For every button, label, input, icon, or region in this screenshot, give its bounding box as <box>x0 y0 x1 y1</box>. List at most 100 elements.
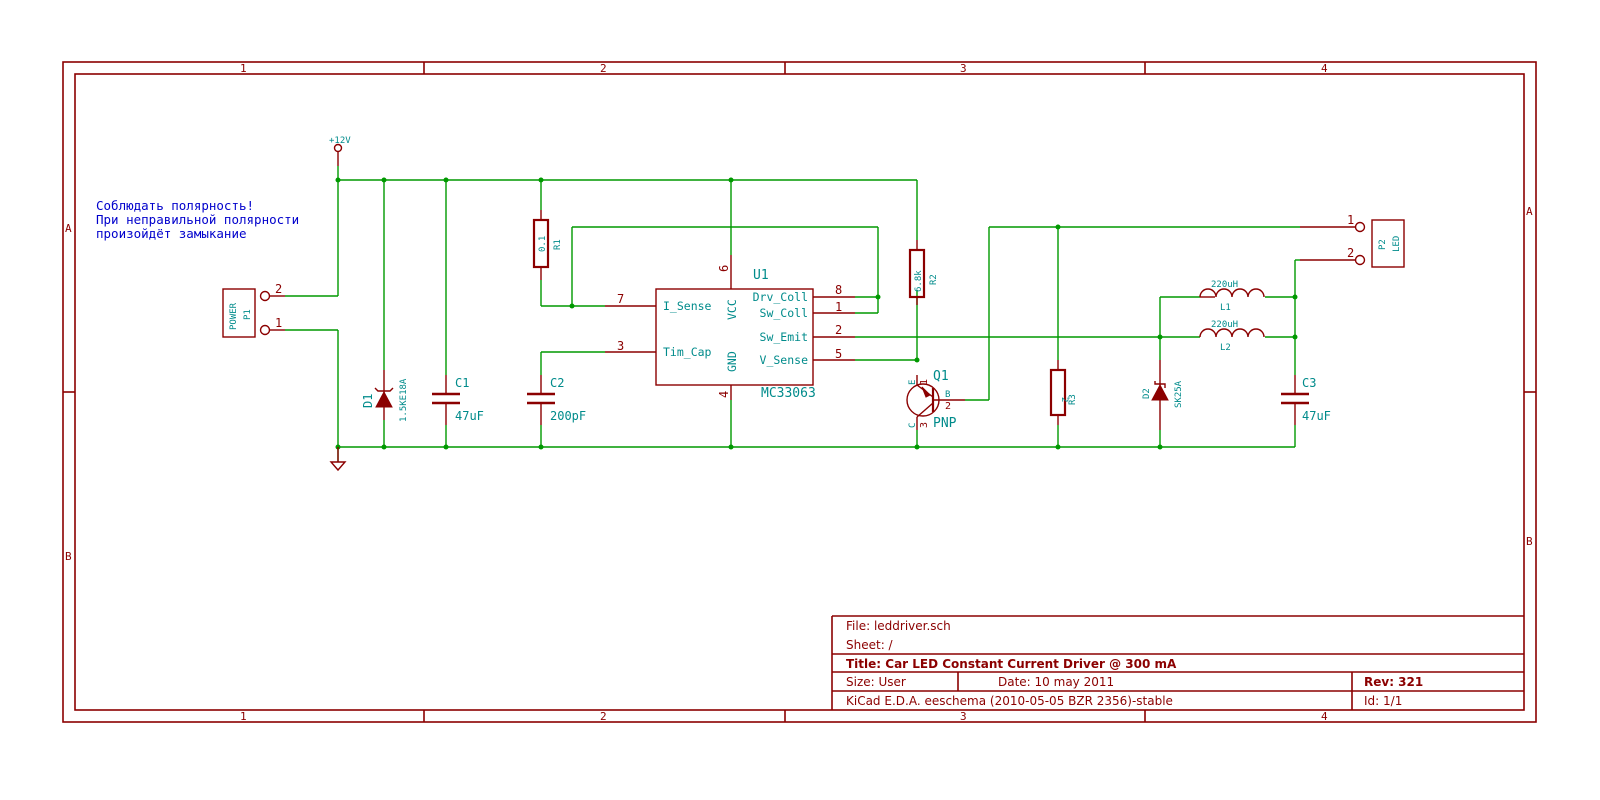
u1-pin2-number: 2 <box>835 323 842 337</box>
note-line-1: Соблюдать полярность! <box>96 198 254 213</box>
capacitor-c3[interactable]: C3 47uF <box>1281 375 1331 425</box>
col-label-bottom-4: 4 <box>1321 710 1328 723</box>
body-segment <box>374 387 394 392</box>
row-label-left-a: A <box>65 222 72 235</box>
junc-segment <box>1292 294 1298 300</box>
q1-pin-b: B <box>945 390 950 400</box>
u1-pin-sw-coll: Sw_Coll <box>760 306 808 320</box>
u1-pin1-number: 1 <box>835 300 842 314</box>
c3-value: 47uF <box>1302 409 1331 423</box>
diode-d1[interactable]: D1 1.5KE18A <box>361 370 409 422</box>
q1-pin-e: E <box>908 380 918 385</box>
p2-ref: P2 <box>1378 239 1388 250</box>
title-block-sheet: Sheet: / <box>846 638 894 652</box>
resistor-icon <box>908 248 926 299</box>
p1-ref: P1 <box>243 309 253 320</box>
col-label-bottom-2: 2 <box>600 710 607 723</box>
ic-u1[interactable]: 7 3 6 4 8 1 2 5 I_Sense Tim_Cap VCC GND … <box>605 255 855 401</box>
body-segment <box>1354 254 1366 266</box>
body-segment <box>259 324 271 336</box>
note-line-2: При неправильной полярности <box>96 212 299 227</box>
junc-segment <box>443 444 449 450</box>
diode-d2[interactable]: D2 SK25A <box>1142 360 1184 430</box>
body-segment <box>916 402 934 418</box>
u1-pin3-number: 3 <box>617 339 624 353</box>
u1-pin8-number: 8 <box>835 283 842 297</box>
resistor-r3[interactable]: 2 R3 <box>1049 360 1078 425</box>
l1-ref: L1 <box>1220 303 1231 313</box>
p2-value: LED <box>1392 236 1402 252</box>
col-label-top-1: 1 <box>240 62 247 75</box>
junc-segment <box>728 444 734 450</box>
wires <box>285 179 1300 462</box>
col-label-top-4: 4 <box>1321 62 1328 75</box>
junc-segment <box>443 177 449 183</box>
r2-ref: R2 <box>929 274 939 285</box>
inductor-coil-icon <box>1199 288 1265 298</box>
p2-pin1-number: 1 <box>1347 213 1354 227</box>
power-flag-icon <box>333 143 343 153</box>
inductor-l1[interactable]: 220uH L1 <box>1199 280 1265 313</box>
inductor-l2[interactable]: 220uH L2 <box>1199 320 1265 353</box>
body-segment <box>1354 221 1366 233</box>
u1-pin-sw-emit: Sw_Emit <box>760 330 808 344</box>
col-label-bottom-1: 1 <box>240 710 247 723</box>
title-block-tool: KiCad E.D.A. eeschema (2010-05-05 BZR 23… <box>846 694 1173 708</box>
d1-ref: D1 <box>361 394 375 408</box>
u1-pin-drv-coll: Drv_Coll <box>753 290 808 304</box>
junc-segment <box>569 303 575 309</box>
capacitor-c2[interactable]: C2 200pF <box>527 375 586 425</box>
r2-value: 6.8k <box>914 270 924 292</box>
u1-pin-tim-cap: Tim_Cap <box>663 345 712 359</box>
connector-p2[interactable]: 1 2 P2 LED <box>1300 213 1405 268</box>
resistor-r1[interactable]: 0.1 R1 <box>532 210 563 280</box>
title-block-id: Id: 1/1 <box>1364 694 1402 708</box>
resistor-r2[interactable]: 6.8k R2 <box>908 240 939 305</box>
body-segment <box>1154 381 1166 388</box>
l1-value: 220uH <box>1211 280 1238 290</box>
title-block-rev: Rev: 321 <box>1364 675 1423 689</box>
c2-value: 200pF <box>550 409 586 423</box>
r3-value: 2 <box>1059 397 1069 402</box>
title-block-size: Size: User <box>846 675 906 689</box>
q1-pin3-number: 3 <box>919 422 930 428</box>
p1-value: POWER <box>229 302 239 330</box>
title-block-title: Title: Car LED Constant Current Driver @… <box>846 657 1177 671</box>
u1-value: MC33063 <box>761 386 816 401</box>
bodyfill-segment <box>921 386 931 398</box>
junc-segment <box>538 444 544 450</box>
l2-ref: L2 <box>1220 343 1231 353</box>
power-label: +12V <box>329 136 351 146</box>
q1-pin2-number: 2 <box>945 401 951 412</box>
sheet-frame: 1 2 3 4 1 2 3 4 A B A B <box>62 61 1537 723</box>
capacitor-c1[interactable]: C1 47uF <box>432 375 484 425</box>
junc-segment <box>1055 224 1061 230</box>
power-symbol-12v[interactable]: +12V <box>329 136 351 180</box>
u1-ref: U1 <box>753 268 769 283</box>
title-block-date: Date: 10 may 2011 <box>998 675 1114 689</box>
q1-value: PNP <box>933 416 957 431</box>
junc-segment <box>1157 444 1163 450</box>
resistor-icon <box>1049 368 1067 417</box>
r1-ref: R1 <box>553 239 563 250</box>
u1-pin-gnd: GND <box>725 351 739 372</box>
polarity-note: Соблюдать полярность! При неправильной п… <box>96 198 299 241</box>
junc-segment <box>538 177 544 183</box>
u1-pin7-number: 7 <box>617 292 624 306</box>
title-block-file: File: leddriver.sch <box>846 619 951 633</box>
u1-pin-v-sense: V_Sense <box>760 353 809 367</box>
body-segment <box>259 290 271 302</box>
row-label-right-b: B <box>1526 535 1533 548</box>
q1-ref: Q1 <box>933 369 949 384</box>
transistor-q1[interactable]: Q1 PNP E C B 1 3 2 <box>906 369 965 431</box>
tvs-diode-icon <box>375 390 393 408</box>
ground-icon <box>329 461 347 472</box>
junc-segment <box>1055 444 1061 450</box>
connector-p1[interactable]: 2 1 POWER P1 <box>222 282 285 338</box>
c1-ref: C1 <box>455 376 469 390</box>
u1-pin-i-sense: I_Sense <box>663 299 712 313</box>
p1-pin1-number: 1 <box>275 316 282 330</box>
junc-segment <box>381 177 387 183</box>
junc-segment <box>381 444 387 450</box>
ground-symbol[interactable] <box>329 447 347 472</box>
